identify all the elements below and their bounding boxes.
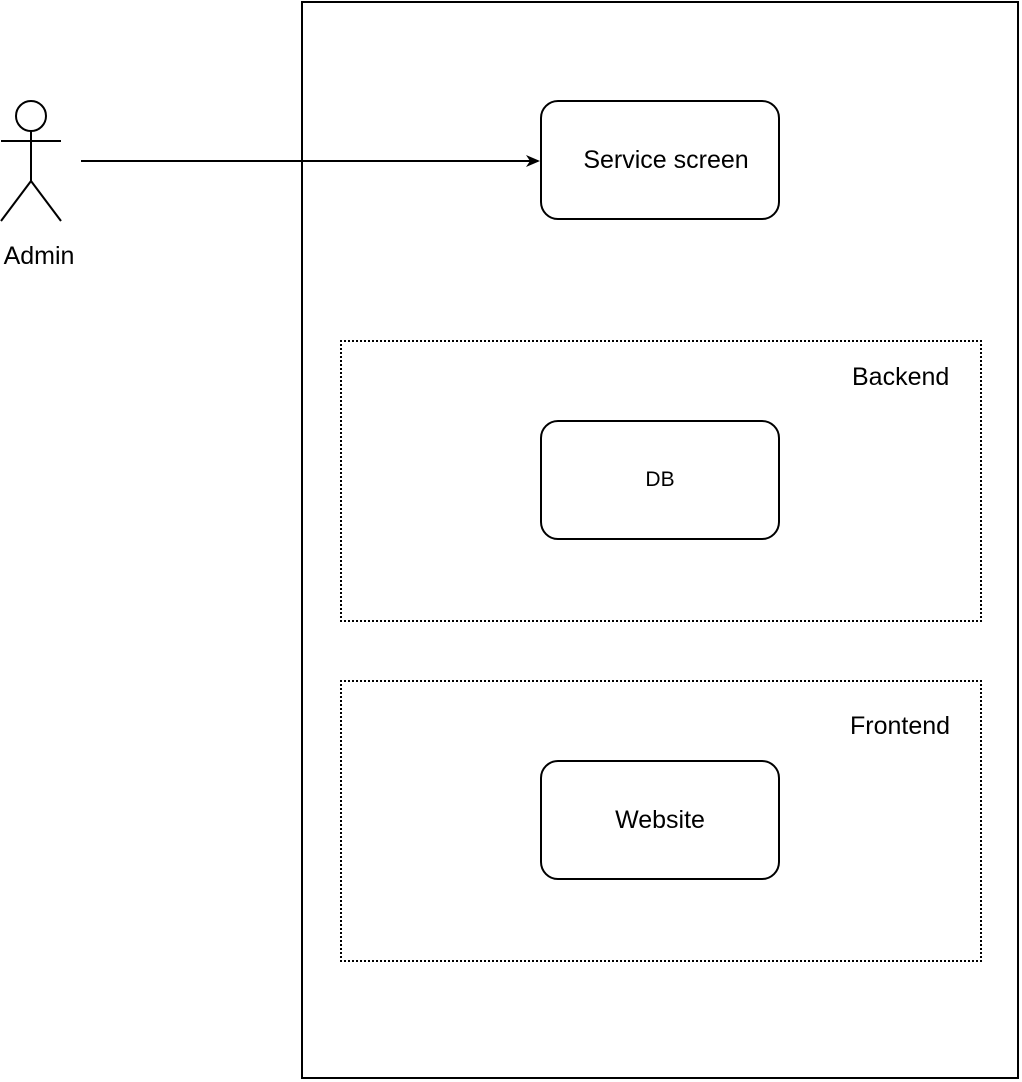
db-node[interactable]: DB (540, 420, 780, 540)
stick-figure-icon[interactable] (0, 100, 62, 222)
service-screen-node[interactable]: Service screen (540, 100, 780, 220)
website-label: Website (615, 805, 705, 834)
website-node[interactable]: Website (540, 760, 780, 880)
db-label: DB (645, 468, 675, 491)
backend-group (340, 340, 982, 622)
system-boundary (301, 1, 1019, 1079)
frontend-group-label: Frontend (850, 712, 951, 740)
actor-label: Admin (3, 242, 75, 270)
service-screen-label: Service screen (583, 145, 749, 174)
frontend-group (340, 680, 982, 962)
backend-group-label: Backend (852, 363, 950, 391)
